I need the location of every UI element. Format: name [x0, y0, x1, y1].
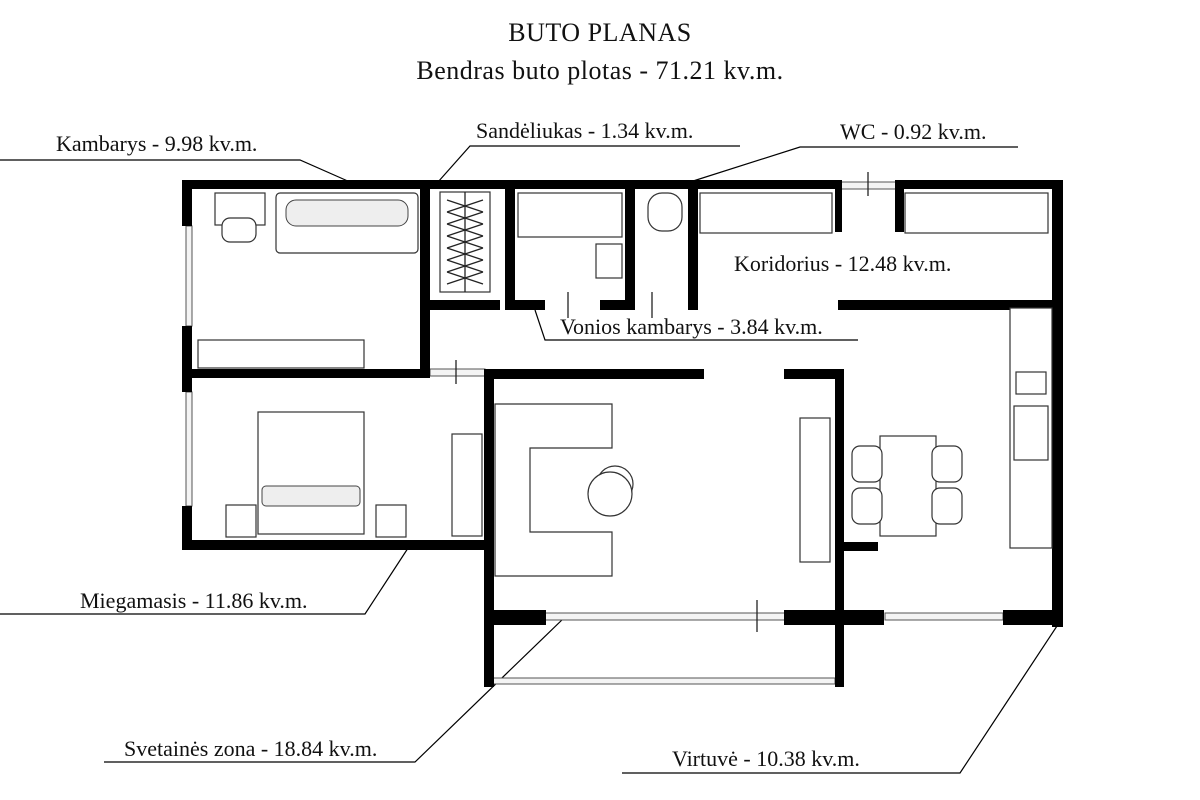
- storage-rack: [439, 191, 491, 293]
- window-left-top: [185, 225, 193, 327]
- leader-kambarys: [0, 159, 351, 183]
- tv-stand: [799, 417, 831, 563]
- leader-wc: [689, 146, 1018, 183]
- kitchen-sink: [1015, 371, 1047, 395]
- label-koridorius: Koridorius - 12.48 kv.m.: [734, 251, 952, 276]
- walls: [182, 180, 1063, 687]
- label-wc: WC - 0.92 kv.m.: [840, 119, 987, 144]
- corner-sofa: [494, 403, 613, 577]
- furniture: [197, 191, 1053, 577]
- window-left-bottom: [185, 391, 193, 507]
- bathtub: [517, 192, 623, 238]
- leader-miegamasis: [0, 541, 413, 615]
- label-miegamasis: Miegamasis - 11.86 kv.m.: [80, 588, 308, 613]
- leader-svetaine: [104, 616, 566, 763]
- label-kambarys: Kambarys - 9.98 kv.m.: [56, 131, 258, 156]
- nightstand-right: [375, 504, 407, 538]
- chair-3: [931, 445, 963, 483]
- label-virtuve: Virtuvė - 10.38 kv.m.: [672, 746, 860, 771]
- chair-1: [851, 445, 883, 483]
- desk-chair: [221, 217, 257, 243]
- cooktop: [1013, 405, 1049, 461]
- double-bed: [257, 411, 365, 535]
- doorway-hall: [429, 368, 486, 377]
- leader-lines: [0, 145, 1058, 774]
- coffee-table-b: [587, 471, 633, 517]
- label-vonios: Vonios kambarys - 3.84 kv.m.: [560, 314, 823, 339]
- chair-2: [851, 487, 883, 525]
- plan-title: BUTO PLANAS: [508, 18, 692, 47]
- balcony-rail: [489, 677, 836, 685]
- toilet: [647, 192, 683, 232]
- nightstand-left: [225, 504, 257, 538]
- label-svetaine: Svetainės zona - 18.84 kv.m.: [124, 736, 378, 761]
- leader-vonios: [534, 309, 858, 341]
- window-kitchen: [884, 612, 1004, 621]
- chair-4: [931, 487, 963, 525]
- dresser: [451, 433, 483, 537]
- wardrobe: [197, 339, 365, 369]
- leader-sandeliukas: [437, 145, 740, 183]
- sink: [595, 243, 623, 279]
- corridor-cabinet-right: [904, 192, 1049, 234]
- dining-table: [879, 435, 937, 537]
- plan-subtitle: Bendras buto plotas - 71.21 kv.m.: [416, 56, 784, 85]
- leader-virtuve: [622, 625, 1058, 774]
- corridor-cabinet-left: [699, 192, 833, 234]
- label-sandeliukas: Sandėliukas - 1.34 kv.m.: [476, 118, 694, 143]
- door-markers: [455, 172, 869, 632]
- window-living: [544, 612, 786, 621]
